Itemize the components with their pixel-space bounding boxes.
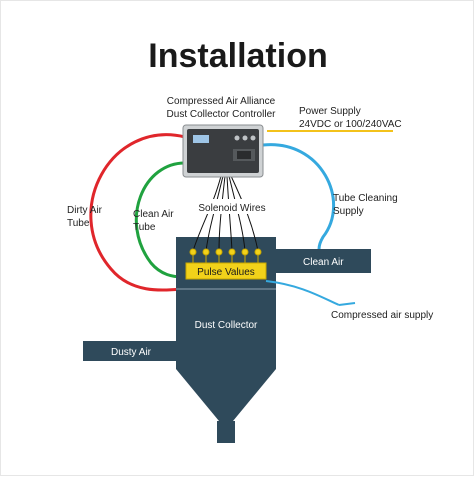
collector-hopper	[176, 369, 276, 421]
dirty-air-tube	[89, 133, 186, 292]
controller-button	[242, 135, 248, 141]
tube-cleaning-supply-label-line2: Supply	[333, 206, 364, 217]
compressed-air-supply-line-end	[338, 302, 356, 306]
dusty-air-label: Dusty Air	[111, 347, 152, 358]
collector-body	[176, 289, 276, 369]
solenoid-wires-label: Solenoid Wires	[198, 203, 265, 214]
controller-button	[250, 135, 256, 141]
pulse-values-label: Pulse Values	[197, 267, 255, 278]
controller-button	[234, 135, 240, 141]
tube-cleaning-supply-label-line1: Tube Cleaning	[333, 193, 398, 204]
solenoid-wires-label-bg	[192, 199, 272, 214]
compressed-air-supply-label: Compressed air supply	[331, 310, 433, 321]
clean-air-duct	[276, 249, 371, 273]
page-title: Installation	[148, 37, 327, 75]
controller-device	[182, 124, 264, 178]
controller-label-line2: Dust Collector Controller	[167, 109, 277, 120]
clean-air-tube-label-line1: Clean Air	[133, 209, 174, 220]
collector-outlet	[217, 421, 235, 443]
clean-air-label: Clean Air	[303, 257, 344, 268]
compressed-air-supply-line	[265, 280, 340, 306]
clean-air-tube-label-line2: Tube	[133, 222, 156, 233]
controller-label-line1: Compressed Air Alliance	[167, 96, 276, 107]
dirty-air-tube-label-line1: Dirty Air	[67, 205, 103, 216]
dusty-air-duct	[83, 341, 176, 361]
pulse-valve-manifold	[185, 262, 267, 280]
dirty-air-tube-label-line2: Tube	[67, 218, 90, 229]
controller-display	[193, 135, 209, 143]
clean-air-tube	[134, 161, 188, 279]
dust-collector-label: Dust Collector	[195, 320, 258, 331]
power-supply-label-line1: Power Supply	[299, 106, 361, 117]
power-supply-label-line2: 24VDC or 100/240VAC	[299, 119, 402, 130]
pulse-valve-heads	[189, 248, 262, 263]
solenoid-wires	[192, 175, 259, 252]
